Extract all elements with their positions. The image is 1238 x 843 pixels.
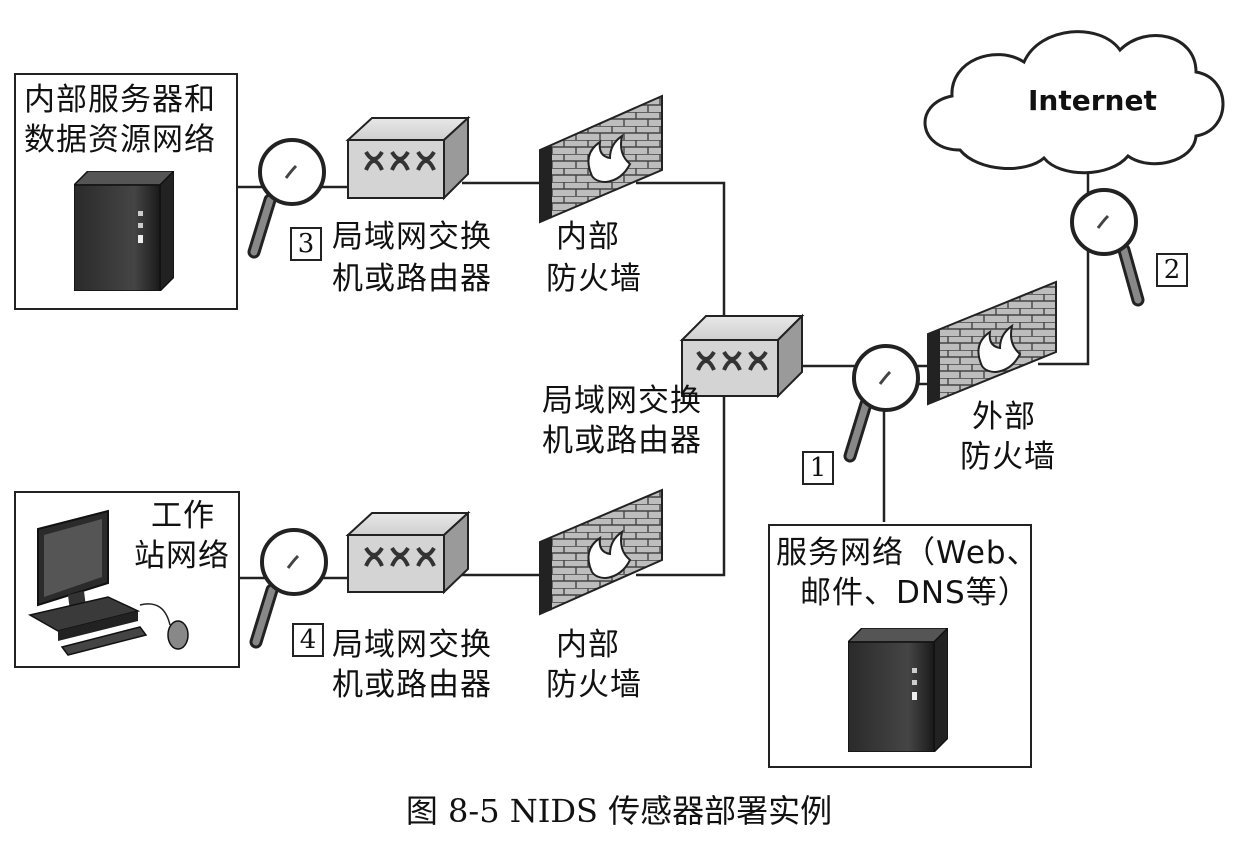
internal-server-network-label-line2: 数据资源网络 <box>24 122 216 158</box>
sensor-4-badge: 4 <box>292 623 324 657</box>
firewall-internal-top-label-line1: 内部 <box>556 219 620 255</box>
firewall-internal-top-icon <box>539 94 663 224</box>
internal-server-network-label-line1: 内部服务器和 <box>24 82 216 118</box>
workstation-computer-icon <box>28 509 189 656</box>
switch-top-label-line2: 机或路由器 <box>332 261 492 297</box>
service-network-label-line2: 邮件、DNS等） <box>800 575 1030 611</box>
link-switch-center-to-firewall-bottom <box>636 392 726 577</box>
workstation-network-box: 工作 站网络 <box>14 491 240 668</box>
switch-top-label-line1: 局域网交换 <box>332 219 492 255</box>
service-network-box: 服务网络（Web、 邮件、DNS等） <box>768 524 1038 768</box>
service-server-tower-icon <box>848 628 948 752</box>
workstation-network-label-line2: 站网络 <box>134 538 230 574</box>
link-firewall-top-to-switch-center <box>636 181 726 320</box>
sensor-4-magnifier-icon <box>249 528 328 649</box>
switch-bottom-label-line1: 局域网交换 <box>332 627 492 663</box>
switch-center-label-line1: 局域网交换 <box>542 383 702 419</box>
internal-server-network-box: 内部服务器和 数据资源网络 <box>14 73 238 310</box>
sensor-3-magnifier-icon <box>247 138 326 259</box>
firewall-external-label-line1: 外部 <box>972 399 1036 435</box>
switch-center-icon <box>679 313 805 399</box>
sensor-3-badge: 3 <box>290 227 322 261</box>
firewall-internal-top-label-line2: 防火墙 <box>546 261 642 297</box>
figure-caption: 图 8-5 NIDS 传感器部署实例 <box>405 792 833 830</box>
sensor-2-magnifier-icon <box>1070 188 1145 307</box>
internet-cloud-icon <box>923 30 1225 175</box>
firewall-external-label-line2: 防火墙 <box>960 439 1056 475</box>
sensor-1-badge: 1 <box>802 451 834 485</box>
switch-bottom-icon <box>345 510 471 595</box>
server-tower-icon <box>74 171 174 291</box>
internet-label: Internet <box>1028 84 1157 117</box>
firewall-internal-bottom-icon <box>539 488 663 616</box>
firewall-internal-bottom-label-line2: 防火墙 <box>546 667 642 703</box>
service-network-label-line1: 服务网络（Web、 <box>776 535 1039 571</box>
sensor-1-magnifier-icon <box>843 344 920 463</box>
workstation-network-label-line1: 工作 <box>151 498 215 534</box>
switch-center-label-line2: 机或路由器 <box>542 423 702 459</box>
firewall-internal-bottom-label-line1: 内部 <box>556 627 620 663</box>
sensor-2-badge: 2 <box>1156 253 1188 287</box>
firewall-external-icon <box>927 280 1057 406</box>
switch-top-icon <box>345 115 471 201</box>
switch-bottom-label-line2: 机或路由器 <box>332 667 492 703</box>
